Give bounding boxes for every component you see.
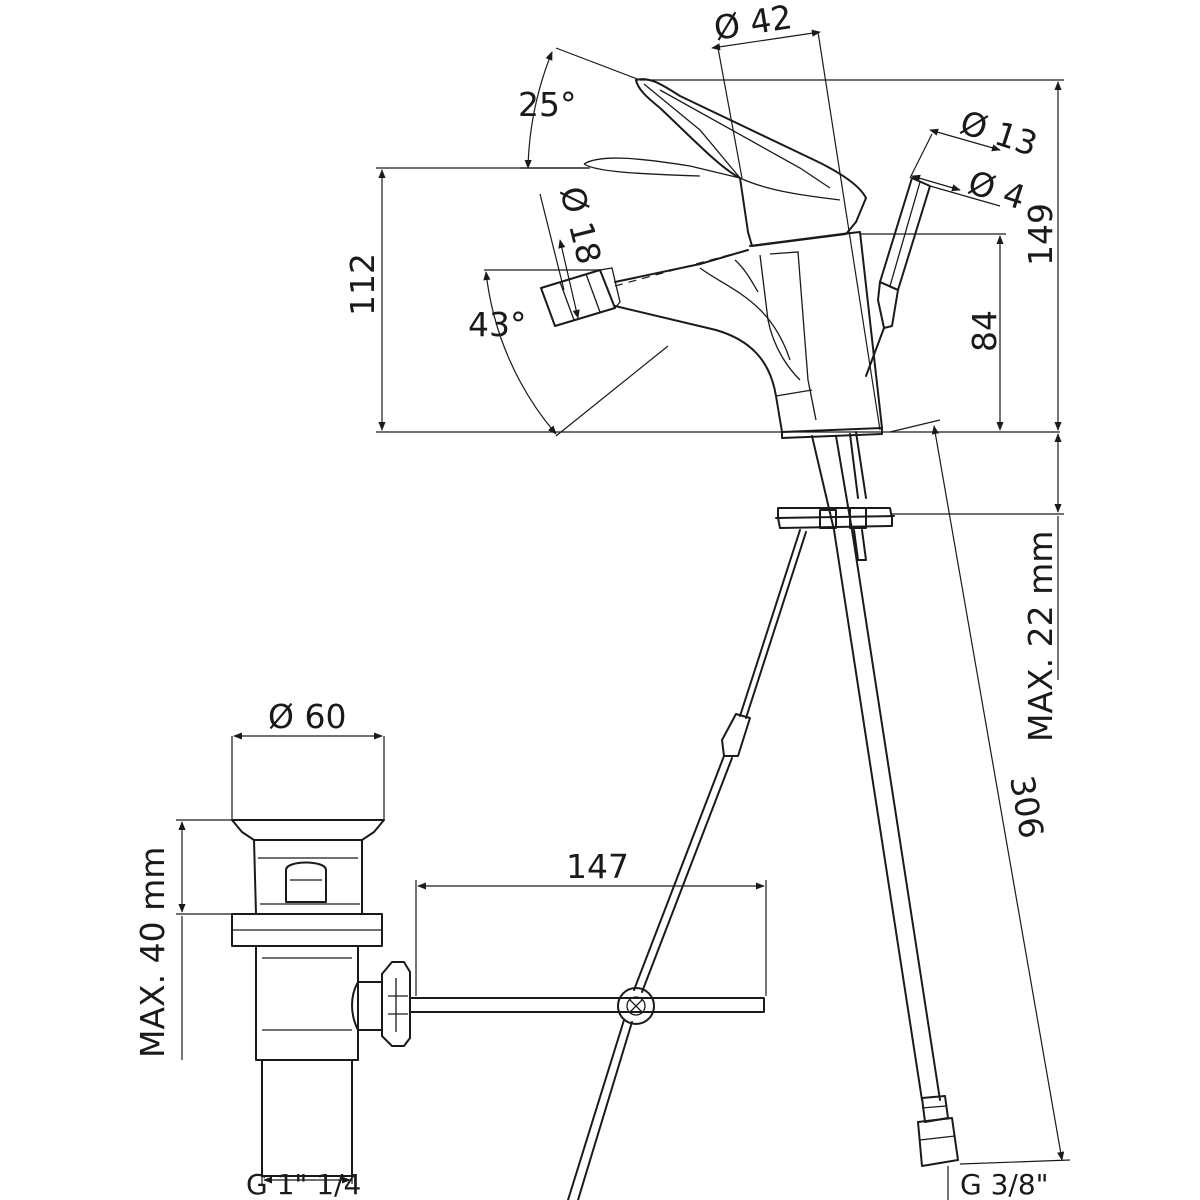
popup-waste [231,819,765,1177]
label-total-height: 149 [1021,203,1060,266]
label-lever-angle: 25° [518,85,577,124]
label-height-to-lever: 112 [343,253,382,316]
label-waste-diameter: Ø 60 [268,697,346,736]
under-deck-parts [567,177,959,1200]
label-hose-thread: G 3/8" [960,1168,1049,1200]
label-rod-length: 147 [566,847,629,886]
label-spout-angle: 43° [468,305,527,344]
label-waste-thread: G 1" 1/4 [246,1168,361,1200]
faucet-body [540,78,883,439]
dimension-lines [176,29,1071,1200]
label-spout-height: 84 [965,310,1004,352]
hand-shower-hose [865,177,931,377]
label-deck-thickness: MAX. 22 mm [1021,531,1060,742]
label-spout-diameter: Ø 18 [552,183,609,269]
label-hose-length: 306 [1002,773,1051,842]
label-waste-deck-thickness: MAX. 40 mm [133,847,172,1058]
label-body-diameter: Ø 42 [711,0,795,48]
spout-nozzle [540,267,621,327]
label-hose-outer-diameter: Ø 13 [956,103,1043,164]
dimension-labels: 25° Ø 42 Ø 13 Ø 4 Ø 18 43° 112 149 84 MA… [133,0,1060,1200]
